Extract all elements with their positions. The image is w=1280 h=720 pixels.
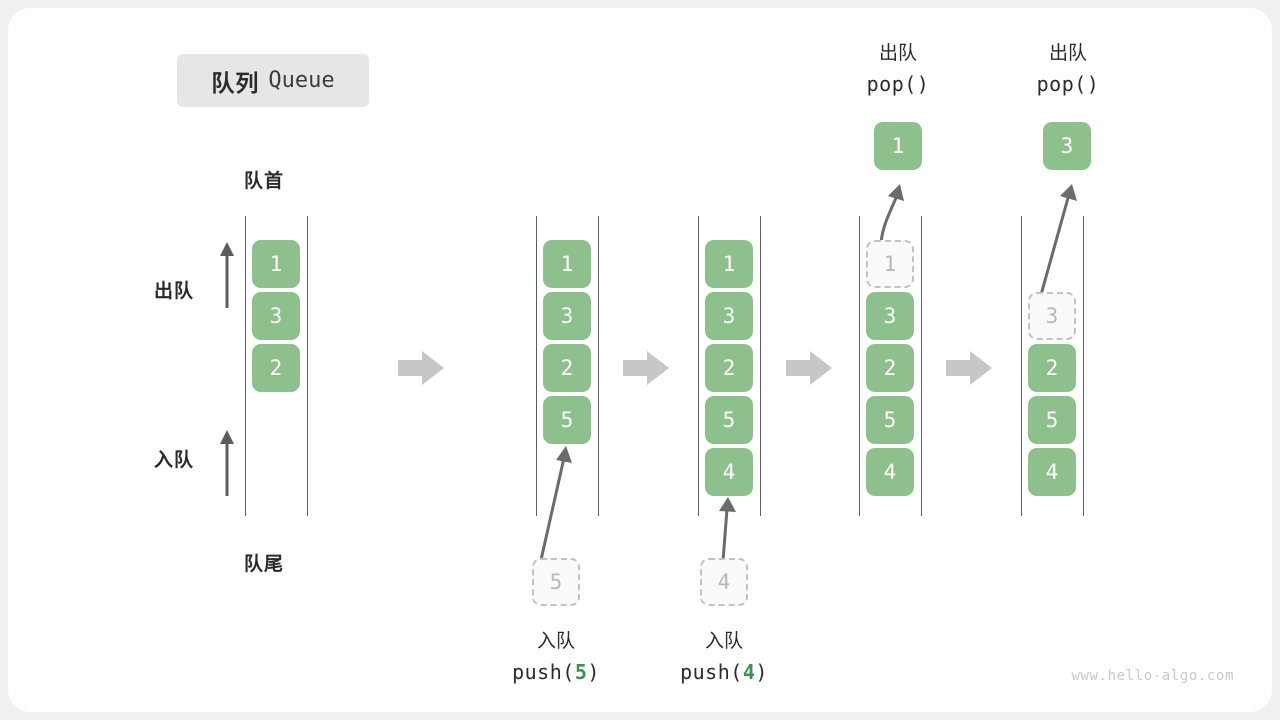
queue-rail-right-0 <box>307 216 308 516</box>
queue-rail-right-3 <box>921 216 922 516</box>
queue-cell-ghost: 1 <box>866 240 914 288</box>
dequeue-label: 出队 <box>154 281 195 302</box>
push-label-5: 入队 push(5) <box>468 628 644 687</box>
push-label-cn: 入队 <box>536 631 575 652</box>
queue-cell: 2 <box>1028 344 1076 392</box>
pop-label-cn: 出队 <box>878 43 917 64</box>
pop-label-3: 出队 pop() <box>996 40 1140 99</box>
queue-cell: 5 <box>705 396 753 444</box>
push-label-code: push(4) <box>636 657 812 687</box>
queue-rail-left-4 <box>1021 216 1022 516</box>
push-code-prefix: push( <box>512 659 575 684</box>
step-arrow-icon <box>623 351 669 385</box>
queue-cell: 5 <box>543 396 591 444</box>
dequeue-direction-arrow <box>220 242 234 308</box>
step-arrow-icon <box>398 351 444 385</box>
queue-cell: 5 <box>1028 396 1076 444</box>
enqueue-direction-arrow <box>220 430 234 496</box>
push-code-arg: 4 <box>742 659 756 684</box>
queue-cell: 3 <box>866 292 914 340</box>
queue-container-step-1: 1 3 2 5 <box>536 216 600 516</box>
push-code-arg: 5 <box>574 659 588 684</box>
queue-rail-left-3 <box>859 216 860 516</box>
queue-cell: 5 <box>866 396 914 444</box>
queue-cell: 2 <box>252 344 300 392</box>
title-badge: 队列 Queue <box>177 54 369 107</box>
queue-rail-left-0 <box>245 216 246 516</box>
push-code-suffix: ) <box>755 659 768 684</box>
queue-cell: 1 <box>705 240 753 288</box>
title-cn: 队列 <box>211 69 260 96</box>
queue-cell: 3 <box>543 292 591 340</box>
push-ghost-cell: 5 <box>532 558 580 606</box>
queue-rail-left-2 <box>698 216 699 516</box>
pop-label-code: pop() <box>866 71 930 96</box>
push-ghost-cell: 4 <box>700 558 748 606</box>
queue-cell-ghost: 3 <box>1028 292 1076 340</box>
diagram-card: 队列 Queue 队首 队尾 出队 入队 1 3 2 <box>8 8 1272 712</box>
queue-cell: 4 <box>705 448 753 496</box>
queue-cell: 2 <box>543 344 591 392</box>
pop-outgoing-arrow-3 <box>1037 184 1077 304</box>
queue-container-step-2: 1 3 2 5 4 <box>698 216 762 516</box>
push-label-cn: 入队 <box>704 631 743 652</box>
queue-rail-left-1 <box>536 216 537 516</box>
step-arrow-icon <box>946 351 992 385</box>
queue-container-step-4: 3 2 5 4 <box>1021 216 1085 516</box>
head-label: 队首 <box>244 171 285 192</box>
pop-label-code: pop() <box>1036 71 1100 96</box>
push-label-code: push(5) <box>468 657 644 687</box>
queue-cell: 4 <box>1028 448 1076 496</box>
title-en: Queue <box>268 68 335 93</box>
push-incoming-arrow-4 <box>719 497 736 563</box>
push-label-4: 入队 push(4) <box>636 628 812 687</box>
pop-label-1: 出队 pop() <box>826 40 970 99</box>
queue-rail-right-2 <box>760 216 761 516</box>
queue-cell: 2 <box>705 344 753 392</box>
queue-cell: 1 <box>543 240 591 288</box>
queue-rail-right-1 <box>598 216 599 516</box>
queue-rail-right-4 <box>1083 216 1084 516</box>
queue-cell: 4 <box>866 448 914 496</box>
queue-cell: 3 <box>705 292 753 340</box>
queue-container-step-3: 1 3 2 5 4 <box>859 216 923 516</box>
push-code-suffix: ) <box>587 659 600 684</box>
pop-label-cn: 出队 <box>1048 43 1087 64</box>
popped-cell: 1 <box>874 122 922 170</box>
queue-cell: 1 <box>252 240 300 288</box>
watermark: www.hello-algo.com <box>1071 668 1234 684</box>
push-code-prefix: push( <box>680 659 743 684</box>
enqueue-label: 入队 <box>154 450 195 471</box>
queue-cell: 2 <box>866 344 914 392</box>
step-arrow-icon <box>786 351 832 385</box>
push-incoming-arrow-5 <box>539 446 572 562</box>
tail-label: 队尾 <box>244 554 285 575</box>
queue-container-step-0: 1 3 2 <box>245 216 309 516</box>
queue-cell: 3 <box>252 292 300 340</box>
popped-cell: 3 <box>1043 122 1091 170</box>
